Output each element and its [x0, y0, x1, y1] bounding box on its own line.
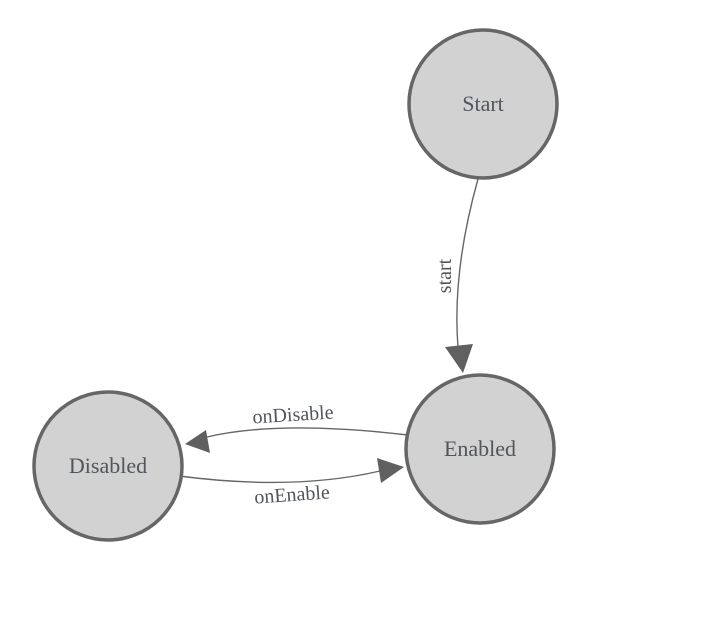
node-start[interactable]: Start	[407, 28, 559, 180]
state-label-start: Start	[462, 91, 504, 116]
edge-arrowhead-left	[185, 430, 210, 453]
edge-enabled-to-disabled[interactable]: onDisable	[185, 402, 409, 453]
edge-line[interactable]	[206, 427, 409, 438]
edge-arrowhead-down	[445, 344, 473, 373]
state-circle-start[interactable]	[407, 28, 559, 180]
edge-label-start: start	[434, 258, 456, 293]
state-label-disabled: Disabled	[69, 453, 147, 478]
state-circle-enabled[interactable]	[404, 373, 556, 525]
edge-label-ondisable: onDisable	[252, 402, 334, 429]
edge-start-to-enabled[interactable]: start	[434, 178, 479, 373]
node-enabled[interactable]: Enabled	[404, 373, 556, 525]
state-circle-disabled[interactable]	[32, 390, 184, 542]
state-label-enabled: Enabled	[444, 436, 516, 461]
edge-arrowhead-right	[377, 458, 404, 483]
edge-line[interactable]	[456, 178, 479, 348]
node-disabled[interactable]: Disabled	[32, 390, 184, 542]
edge-label-onenable: onEnable	[254, 481, 331, 508]
edge-line[interactable]	[178, 470, 381, 484]
edge-disabled-to-enabled[interactable]: onEnable	[178, 458, 404, 509]
